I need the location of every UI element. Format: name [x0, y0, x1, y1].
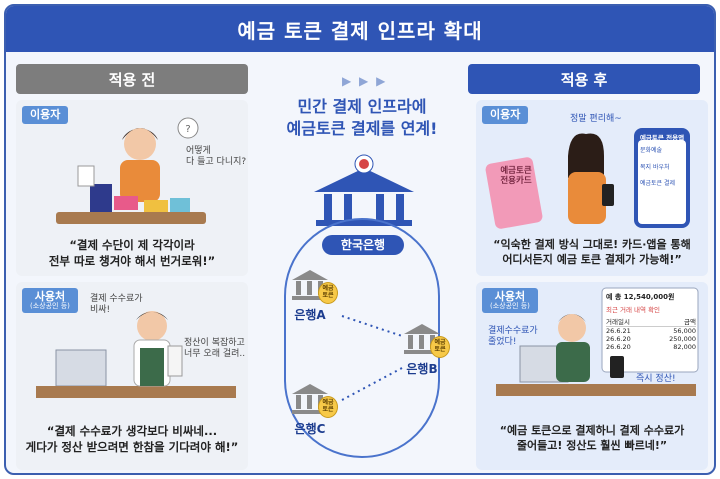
pos-monitor	[55, 349, 107, 387]
before-user-tag: 이용자	[22, 106, 69, 124]
app-menu: 문화예술 복지 바우처 예금토큰 결제	[640, 147, 684, 188]
bank-b-label: 은행B	[406, 362, 438, 376]
after-user-thought: 정말 편리해~	[570, 114, 622, 124]
before-merchant-thought-a: 결제 수수료가 비싸!	[90, 294, 143, 316]
after-user-panel: 이용자 정말 편리해~ 예금토큰 전용카드 예금토큰 전용앱 문화예술 복지 바…	[476, 100, 708, 276]
before-merchant-panel: 사용처(소상공인 등) 결제 수수료가 비싸! 정산이 복잡하고 너무 오래 걸…	[16, 282, 248, 470]
flow-arrows: ▶ ▶ ▶	[342, 74, 388, 88]
svg-text:?: ?	[185, 124, 190, 135]
after-user-illustration	[485, 128, 690, 229]
card-pink	[114, 196, 138, 210]
app-item-culture[interactable]: 문화예술	[640, 147, 663, 154]
counter	[496, 384, 696, 396]
after-header-label: 적용 후	[560, 70, 608, 89]
before-user-thought: 어떻게 다 들고 다니지?	[186, 146, 247, 168]
before-user-quote: “결제 수단이 제 각각이라 전부 따로 챙겨야 해서 번거로워!”	[48, 238, 216, 268]
after-user-tag: 이용자	[482, 106, 529, 124]
before-header: 적용 전	[16, 64, 248, 94]
confused-bubble	[177, 117, 199, 139]
after-merchant-panel: 사용처(소상공인 등) 예 총 12,540,000원 최근 거래 내역 확인 …	[476, 282, 708, 470]
merchant-apron	[556, 342, 590, 382]
token-card-label: 예금토큰 전용카드	[500, 166, 532, 187]
bank-a-label: 은행A	[294, 308, 326, 322]
receipt-roll	[167, 345, 183, 377]
after-merchant-thought-b: 즉시 정산!	[636, 374, 676, 384]
bank-c-label: 은행C	[294, 422, 326, 436]
app-item-voucher[interactable]: 복지 바우처	[640, 163, 670, 171]
before-merchant-thought-b: 정산이 복잡하고 너무 오래 걸려..	[184, 338, 246, 360]
phone-icon	[610, 356, 624, 378]
merchant-hair	[558, 314, 586, 322]
card-blue	[170, 198, 190, 212]
merchant-head	[558, 314, 586, 342]
token-card	[485, 157, 543, 229]
card-yellow	[144, 200, 168, 212]
settlement-screen	[601, 287, 699, 373]
person-body	[120, 160, 160, 202]
wallet	[90, 184, 112, 212]
app-item-payment[interactable]: 예금토큰 결제	[640, 180, 676, 188]
apron	[140, 348, 164, 386]
infographic-frame: 예금 토큰 결제 인프라 확대 적용 전 적용 후 이용자 ? 어떻게 다 들고…	[4, 4, 716, 475]
receipt	[77, 165, 95, 187]
after-user-quote: “익숙한 결제 방식 그대로! 카드·앱을 통해 어디서든지 예금 토큰 결제가…	[493, 238, 691, 266]
center-title: 민간 결제 인프라에 예금토큰 결제를 연계!	[286, 97, 438, 138]
after-merchant-quote: “예금 토큰으로 결제하니 결제 수수료가 줄어들고! 정산도 훨씬 빠르네!”	[499, 424, 685, 452]
before-user-panel: 이용자 ? 어떻게 다 들고 다니지? “결제 수단이 제 각각이라 전부 따로…	[16, 100, 248, 276]
app-title: 예금토큰 전용앱	[639, 134, 685, 142]
main-title: 예금 토큰 결제 인프라 확대	[237, 18, 483, 43]
person-hair	[122, 128, 158, 140]
title-bar: 예금 토큰 결제 인프라 확대	[6, 6, 714, 52]
merchant-head	[137, 311, 167, 341]
person-head	[124, 128, 156, 160]
after-merchant-thought-a: 결제수수료가 줄었다!	[488, 326, 538, 348]
counter	[36, 386, 236, 398]
after-merchant-tag: 사용처(소상공인 등)	[482, 288, 538, 313]
before-merchant-tag: 사용처(소상공인 등)	[22, 288, 78, 313]
after-header: 적용 후	[468, 64, 700, 94]
before-merchant-illustration	[36, 311, 236, 398]
before-user-illustration: ?	[56, 117, 206, 224]
after-merchant-illustration	[496, 287, 699, 396]
before-header-label: 적용 전	[108, 70, 156, 89]
before-merchant-quote: “결제 수수료가 생각보다 비싸네... 게다가 정산 받으려면 한참을 기다려…	[25, 424, 239, 454]
desk	[56, 212, 206, 224]
user-hair	[568, 133, 604, 178]
user-body	[568, 172, 606, 224]
bank-connectors	[341, 315, 403, 401]
phone-icon	[602, 184, 614, 206]
merchant-hair	[136, 312, 168, 320]
